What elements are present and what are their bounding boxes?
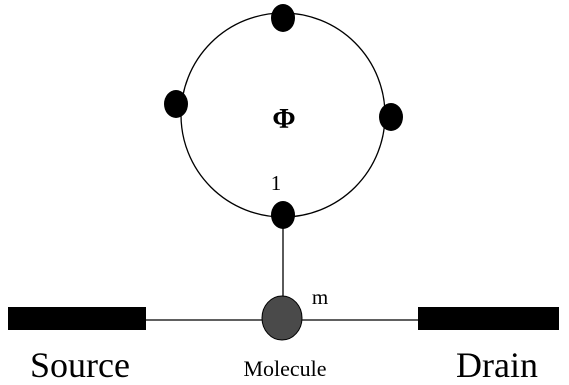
drain-lead [418, 307, 559, 330]
ring-site-1-label: 1 [271, 171, 282, 195]
flux-symbol: Φ [272, 104, 295, 135]
source-lead [8, 307, 146, 330]
molecule-node [261, 295, 303, 341]
ring-site-top [271, 4, 295, 32]
molecule-caption: Molecule [243, 356, 326, 381]
drain-label: Drain [456, 345, 538, 385]
ring-site-left [164, 90, 188, 118]
molecule-site-label: m [312, 285, 328, 309]
ring-site-1 [271, 201, 295, 229]
ring-site-right [379, 103, 403, 131]
source-label: Source [30, 345, 130, 385]
